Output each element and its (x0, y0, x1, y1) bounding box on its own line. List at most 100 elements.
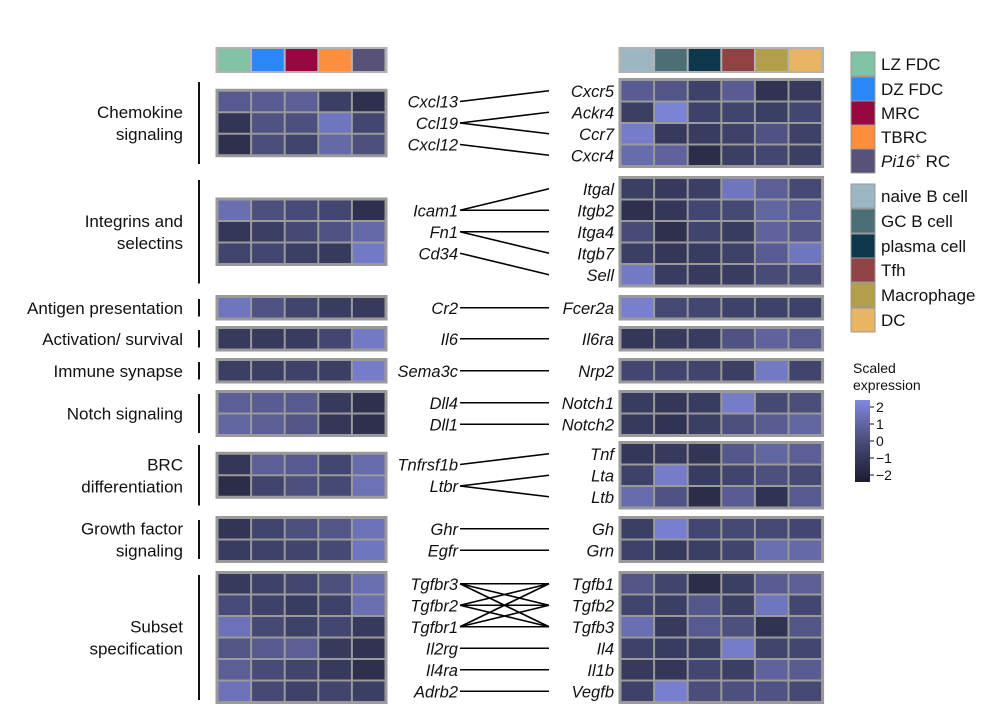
immune-cell (688, 444, 721, 464)
gene-label-stromal: Ccl19 (416, 115, 458, 133)
immune-cell (789, 81, 822, 101)
stromal-header-mrc (285, 49, 318, 71)
immune-cell (688, 329, 721, 349)
immune-cell (722, 179, 754, 199)
gene-label-stromal: Cxcl12 (408, 137, 458, 155)
immune-header-tfh (722, 49, 754, 71)
stromal-cell (319, 361, 351, 381)
immune-cell (789, 179, 822, 199)
immune-cell (722, 617, 754, 637)
immune-cell (688, 222, 721, 242)
immune-cell (621, 81, 654, 101)
immune-cell (755, 393, 788, 413)
stromal-cell (218, 454, 251, 475)
legend-label-dz-fdc: DZ FDC (881, 80, 943, 99)
immune-cell (621, 361, 654, 381)
gene-label-immune: Gh (592, 521, 614, 539)
heatmap-layer: ChemokinesignalingCxcl13Ccl19Cxcl12Cxcr5… (27, 47, 825, 704)
immune-cell (655, 487, 687, 507)
stromal-cell (252, 222, 284, 242)
immune-cell (789, 102, 822, 122)
immune-cell (755, 265, 788, 285)
immune-cell (688, 243, 721, 263)
legend-label-lz-fdc: LZ FDC (881, 55, 941, 74)
stromal-header-dz-fdc (252, 49, 284, 71)
immune-cell (789, 361, 822, 381)
legend-label-macrophage: Macrophage (881, 286, 976, 305)
interaction-link (459, 122, 550, 135)
immune-cell (755, 243, 788, 263)
stromal-cell (252, 113, 284, 133)
immune-cell (655, 329, 687, 349)
interaction-link (459, 111, 550, 124)
gene-label-stromal: Dll4 (430, 395, 458, 413)
stromal-cell (218, 660, 251, 680)
immune-cell (755, 465, 788, 485)
immune-cell (789, 660, 822, 680)
gene-label-immune: Il6ra (582, 331, 614, 349)
group-bracket (198, 330, 200, 348)
immune-cell (655, 444, 687, 464)
group-label: selectins (117, 234, 183, 253)
immune-cell (688, 519, 721, 539)
immune-cell (688, 265, 721, 285)
gene-label-stromal: Tgfbr2 (410, 597, 458, 615)
stromal-header-tbrc (319, 49, 351, 71)
immune-cell (755, 179, 788, 199)
stromal-cell (319, 91, 351, 112)
stromal-cell (218, 574, 251, 594)
stromal-cell (319, 617, 351, 637)
immune-cell (621, 102, 654, 122)
stromal-cell (218, 134, 251, 155)
stromal-cell (285, 134, 318, 155)
group-label: Integrins and (85, 212, 183, 231)
legend-label-dc: DC (881, 311, 906, 330)
legend-swatch-pi16-rc (850, 148, 876, 174)
immune-cell (621, 124, 654, 144)
group-label: Growth factor (81, 520, 183, 539)
immune-cell (621, 595, 654, 615)
group-label: Notch signaling (67, 405, 183, 424)
stromal-cell (252, 638, 284, 658)
stromal-cell (285, 540, 318, 560)
immune-cell (655, 179, 687, 199)
legend-label-pi16-name: Pi16 (881, 152, 916, 171)
immune-cell (655, 298, 687, 318)
immune-cell (621, 487, 654, 507)
stromal-cell (285, 361, 318, 381)
legend-label-tfh: Tfh (881, 261, 906, 280)
legend-label-pi16-rest: RC (921, 152, 950, 171)
stromal-cell (319, 329, 351, 349)
gene-label-immune: Itga4 (577, 224, 614, 242)
stromal-cell (285, 660, 318, 680)
immune-cell (655, 361, 687, 381)
color-scale-tick-label: 0 (876, 433, 884, 449)
immune-cell (722, 145, 754, 165)
immune-cell (722, 465, 754, 485)
immune-cell (655, 574, 687, 594)
stromal-cell (218, 222, 251, 242)
immune-cell (789, 595, 822, 615)
immune-cell (655, 243, 687, 263)
gene-label-immune: Itgal (583, 181, 616, 199)
stromal-cell (319, 681, 351, 701)
immune-cell (688, 574, 721, 594)
immune-cell (688, 298, 721, 318)
immune-cell (621, 444, 654, 464)
stromal-cell (352, 574, 385, 594)
gene-label-immune: Tgfb1 (572, 576, 614, 594)
group-bracket (198, 82, 200, 164)
stromal-cell (218, 91, 251, 112)
interaction-link (459, 583, 550, 628)
stromal-cell (285, 200, 318, 220)
immune-cell (621, 540, 654, 560)
immune-cell (621, 145, 654, 165)
gene-label-immune: Fcer2a (563, 300, 614, 318)
stromal-cell (285, 595, 318, 615)
stromal-cell (252, 519, 284, 539)
immune-cell (755, 145, 788, 165)
stromal-cell (285, 222, 318, 242)
stromal-cell (352, 454, 385, 475)
stromal-cell (352, 660, 385, 680)
immune-cell (755, 681, 788, 701)
